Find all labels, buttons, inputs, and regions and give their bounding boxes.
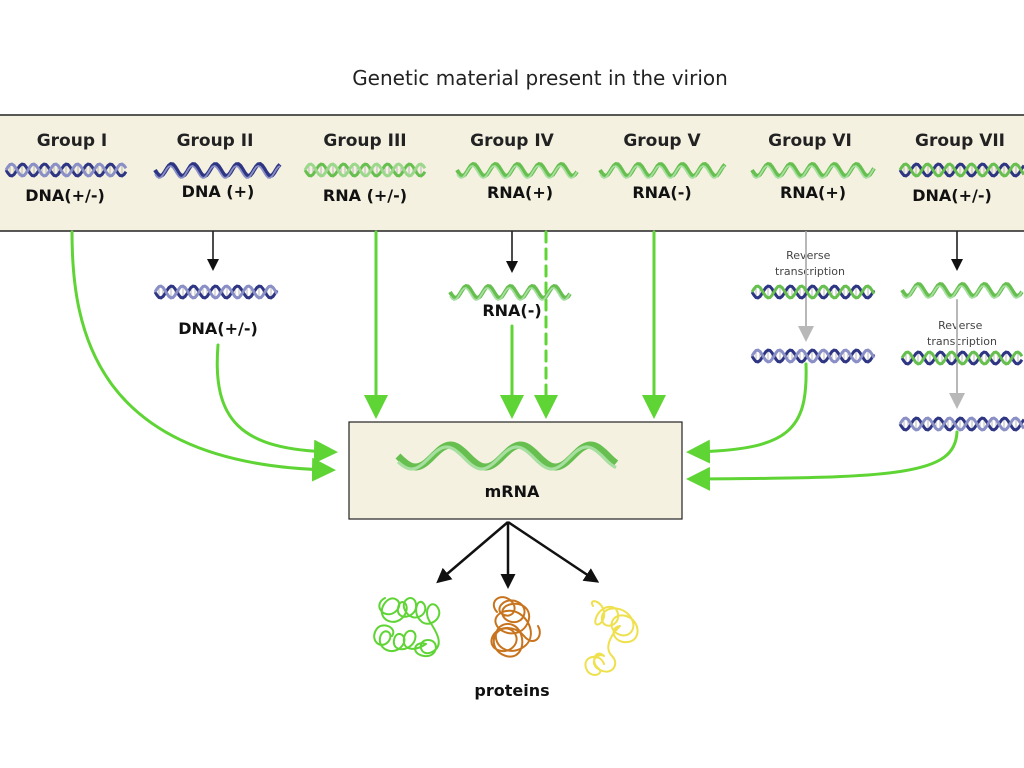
group-label: Group IV [470,131,555,151]
ssRNA-helix-icon [750,161,876,179]
arrow-group7-to-mrna [686,430,959,491]
reverse-transcription-line-2: transcription [775,265,845,278]
dsDNA-helix-icon [750,284,876,300]
mrna-box [348,421,683,520]
arrow-group1-to-mrna [70,230,336,482]
arrow-to-protein-3 [507,520,600,583]
proteins-label: proteins [474,681,549,700]
group-label: Group II [177,131,254,151]
mRNA-helix-icon [395,441,619,471]
reverse-transcription-label: Reverse transcription [775,249,845,278]
reverse-transcription-line-1: Reverse [938,319,982,332]
protein-icon [373,597,441,658]
ssRNA-helix-icon [598,161,727,179]
group-label: Group I [37,131,108,151]
reverse-transcription-line-2: transcription [927,335,997,348]
ssRNA-helix-icon [900,281,1024,299]
ssRNA-helix-icon [455,161,579,179]
group-label: Group VII [915,131,1005,151]
group-label: Group VI [768,131,852,151]
reverse-transcription-line-1: Reverse [786,249,830,262]
reverse-transcription-label: Reverse transcription [927,319,997,348]
genome-label: DNA (+) [182,182,255,201]
group-label: Group III [323,131,406,151]
protein-icon [584,600,639,676]
diagram-title: Genetic material present in the virion [352,66,728,90]
dsDNA-helix-icon [750,348,876,364]
dsDNA-helix-icon [153,284,279,300]
genome-label: RNA(+) [487,183,553,202]
arrow-group6-to-mrna [686,362,808,464]
ssRNA-helix-icon [448,283,572,301]
intermediate-label-rna: RNA(-) [482,301,541,320]
genome-label: RNA (+/-) [323,186,407,205]
arrow-group2-to-mrna [215,343,338,464]
dsRNA-helix-icon [303,162,427,178]
genome-label: DNA(+/-) [912,186,992,205]
dsDNA-helix-icon [900,350,1024,366]
protein-icon [490,596,541,658]
ssDNA-helix-icon [153,161,282,179]
group-label: Group V [623,131,701,151]
mrna-label: mRNA [485,482,540,501]
dsDNA-helix-icon [898,162,1024,178]
genome-label: DNA(+/-) [25,186,105,205]
arrow-to-protein-1 [436,521,509,584]
genome-label: RNA(+) [780,183,846,202]
genome-label: RNA(-) [632,183,691,202]
intermediate-label-dna: DNA(+/-) [178,319,258,338]
dsDNA-helix-icon [4,162,128,178]
dsDNA-helix-icon [898,416,1024,432]
